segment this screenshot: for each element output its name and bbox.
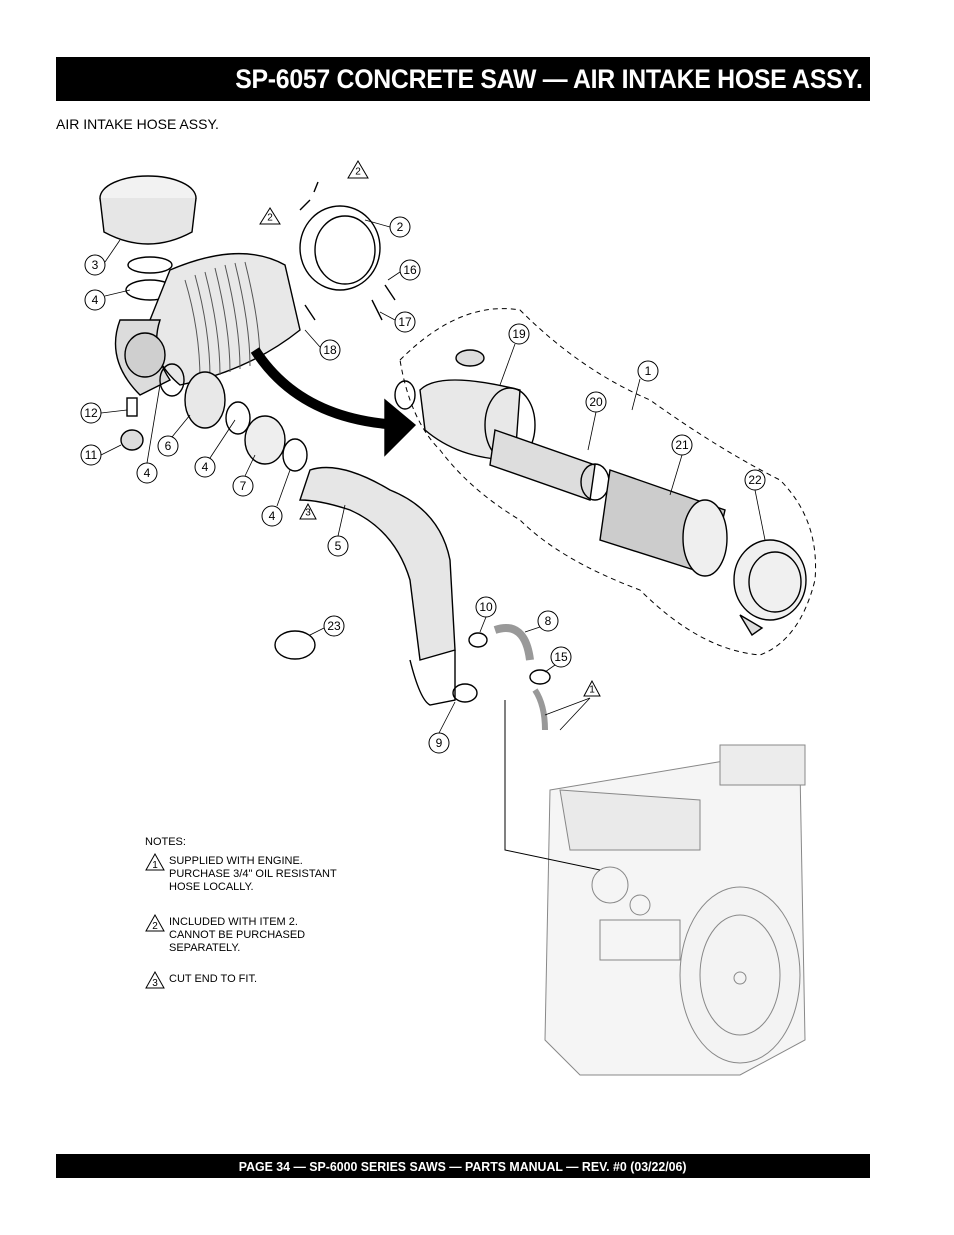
notes-heading: NOTES: (145, 836, 186, 848)
engine-part (544, 744, 806, 1076)
callout-3: 3 (92, 258, 99, 272)
callout-2: 2 (397, 220, 404, 234)
note-number: 2 (152, 921, 158, 932)
intake-hose-part (299, 466, 456, 661)
footer-bar: PAGE 34 — SP-6000 SERIES SAWS — PARTS MA… (56, 1154, 870, 1178)
callout-4: 4 (202, 460, 209, 474)
note-text: CUT END TO FIT. (169, 973, 258, 985)
callout-7: 7 (240, 479, 247, 493)
parts-diagram: 3 4 2 16 17 18 12 11 4 6 4 7 4 5 19 1 20… (80, 160, 817, 1076)
callout-18: 18 (323, 343, 337, 357)
callout-17: 17 (398, 315, 412, 329)
notes-section: NOTES: 1 SUPPLIED WITH ENGINE. PURCHASE … (145, 836, 337, 1004)
note-marker-1: 1 (589, 685, 595, 696)
page-title: SP-6057 CONCRETE SAW — AIR INTAKE HOSE A… (235, 63, 863, 94)
note-marker-3: 3 (305, 508, 311, 519)
bracket-band-part (299, 205, 381, 291)
note-text: INCLUDED WITH ITEM 2. CANNOT BE PURCHASE… (169, 916, 306, 954)
note-item: 1 SUPPLIED WITH ENGINE. PURCHASE 3/4" OI… (145, 853, 337, 894)
triangle-icon (145, 853, 165, 871)
callout-21: 21 (675, 438, 689, 452)
note-marker-2: 2 (355, 167, 361, 178)
note-item: 3 CUT END TO FIT. (145, 971, 337, 989)
note-marker-2: 2 (267, 213, 273, 224)
callout-4: 4 (269, 509, 276, 523)
callout-4: 4 (92, 293, 99, 307)
title-bar: SP-6057 CONCRETE SAW — AIR INTAKE HOSE A… (56, 57, 870, 101)
triangle-icon (145, 914, 165, 932)
note-number: 3 (152, 978, 158, 989)
callout-11: 11 (85, 448, 98, 462)
triangle-icon (145, 971, 165, 989)
section-subtitle: AIR INTAKE HOSE ASSY. (56, 116, 219, 132)
callout-16: 16 (403, 263, 417, 277)
note-item: 2 INCLUDED WITH ITEM 2. CANNOT BE PURCHA… (145, 914, 337, 955)
callout-9: 9 (436, 736, 443, 750)
callout-15: 15 (554, 650, 568, 664)
callout-4: 4 (144, 466, 151, 480)
air-cleaner-housing-part (149, 253, 301, 386)
callout-10: 10 (479, 600, 493, 614)
callout-1: 1 (645, 364, 652, 378)
note-text: SUPPLIED WITH ENGINE. PURCHASE 3/4" OIL … (169, 855, 337, 893)
callout-20: 20 (589, 395, 603, 409)
callout-8: 8 (545, 614, 552, 628)
callout-12: 12 (84, 406, 98, 420)
callout-5: 5 (335, 539, 342, 553)
callout-23: 23 (327, 619, 341, 633)
callout-22: 22 (748, 473, 762, 487)
page-footer: PAGE 34 — SP-6000 SERIES SAWS — PARTS MA… (239, 1158, 687, 1174)
callout-6: 6 (165, 439, 172, 453)
callout-19: 19 (512, 327, 526, 341)
note-number: 1 (152, 860, 158, 871)
